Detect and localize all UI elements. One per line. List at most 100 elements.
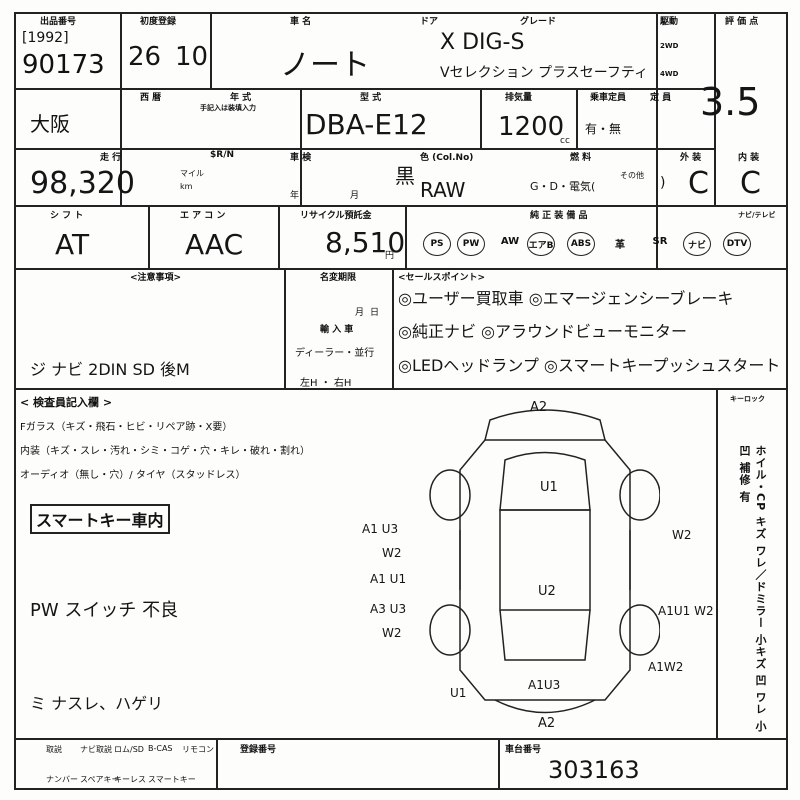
car-diagram <box>429 409 660 714</box>
dmg-left-3b: W2 <box>382 626 402 640</box>
ac: AAC <box>185 228 244 261</box>
equipment-7: ナビ <box>683 232 711 256</box>
sales-point-3: ◎LEDヘッドランプ ◎スマートキープッシュスタート <box>398 356 781 375</box>
grade-line-2: Vセレクション プラスセーフティ <box>440 65 649 81</box>
name-change-label: 名変期限 <box>320 273 357 283</box>
reg-no-label: 登録番号 <box>240 745 277 755</box>
inspector-line-2: 内装（キズ・スレ・汚れ・シミ・コゲ・穴・キレ・破れ・割れ） <box>20 446 310 457</box>
interior-label: 内 装 <box>738 153 760 163</box>
sales-points-label: <セールスポイント> <box>398 273 486 283</box>
first-reg-label: 初度登録 <box>140 17 177 27</box>
dmg-left-3: A3 U3 <box>370 602 407 616</box>
lot-label: 出品番号 <box>40 17 77 27</box>
displacement-label: 排気量 <box>505 93 533 103</box>
equipment-label: 純 正 装 備 品 <box>530 211 588 221</box>
shift: AT <box>55 228 90 261</box>
color-label: 色 (Col.No) <box>420 153 474 163</box>
footer-cell-3: B-CAS <box>148 744 173 753</box>
car-name-label: 車 名 <box>290 17 312 27</box>
dmg-top: A2 <box>530 400 548 415</box>
mileage: 98,320 <box>30 166 135 201</box>
mile-unit-2: km <box>180 182 193 191</box>
footer-cell-2: ロム/SD <box>114 745 144 754</box>
nishi-label: 西 暦 <box>140 93 162 103</box>
dmg-left-1: A1 U3 <box>362 522 399 536</box>
grade-label: グレード <box>520 17 557 27</box>
pw-switch-note: PW スイッチ 不良 <box>30 600 179 621</box>
reg-note-label: 手記入は装填入力 <box>200 104 256 112</box>
dmg-bottom-a2: A2 <box>538 716 556 731</box>
fuel-options: G・D・電気( <box>530 180 596 193</box>
smart-key-stamp: スマートキー車内 <box>30 504 170 534</box>
equipment-0: PS <box>423 232 451 256</box>
recycle-label: リサイクル預託金 <box>300 211 372 221</box>
name-change-day: 日 <box>370 308 380 318</box>
dmg-left-2: A1 U1 <box>370 572 407 586</box>
door-label: ドア <box>420 17 439 27</box>
inspector-label: < 検査員記入欄 > <box>20 396 113 409</box>
dealer-parallel: ディーラー・並行 <box>295 348 375 359</box>
footer-cell-8: スマートキー <box>148 775 196 784</box>
dmg-u1: U1 <box>540 480 558 495</box>
footer-cell-4: リモコン <box>182 745 214 754</box>
color-name: 黒 <box>395 164 415 188</box>
month-suffix: 月 <box>350 191 360 201</box>
equipment-5: 革 <box>615 240 625 251</box>
dmg-u2: U2 <box>538 584 556 599</box>
model-code: DBA-E12 <box>305 108 428 141</box>
sales-point-2: ◎純正ナビ ◎アラウンドビューモニター <box>398 322 688 341</box>
misc-note: ミ ナスレ、ハゲリ <box>30 694 164 713</box>
wheel-mirror-column: ホイル・CP キズ ワレ／ドミラー 小キズ 凹 ワレ 小凹 補修 有 <box>738 445 767 733</box>
equipment-1: PW <box>457 232 485 256</box>
key-lock-label: キーロック <box>730 395 765 403</box>
grade-line-1: X DIG-S <box>440 30 525 55</box>
inspector-line-1: Fガラス（キズ・飛石・ヒビ・リペア跡・X要） <box>20 422 233 433</box>
score-label: 評 価 点 <box>725 17 759 27</box>
drive-4wd: 4WD <box>660 70 679 78</box>
capacity-label-2: 定 員 <box>650 93 672 103</box>
recycle-fee: 8,510 <box>325 226 406 259</box>
dmg-left-1b: W2 <box>382 546 402 560</box>
inspector-line-3: オーディオ（無し・穴）/ タイヤ（スタッドレス） <box>20 470 246 481</box>
exterior-label: 外 装 <box>680 153 702 163</box>
car-name: ノート <box>280 48 370 83</box>
fuel-yes-no: 有・無 <box>585 122 622 136</box>
footer-cell-6: スペアキー <box>80 775 120 784</box>
displacement: 1200 <box>498 112 565 142</box>
notes-label: <注意事項> <box>130 273 182 283</box>
capacity-label: 乗車定員 <box>590 93 627 103</box>
navi-note: ジ ナビ 2DIN SD 後M <box>30 360 190 379</box>
lot-number: 90173 <box>22 50 105 80</box>
dmg-right-3: A1W2 <box>648 660 684 674</box>
interior-grade: C <box>740 166 761 201</box>
dmg-bottom-left: U1 <box>450 686 467 700</box>
footer-cell-1: ナビ取説 <box>80 745 112 754</box>
equipment-6: SR <box>652 236 668 247</box>
footer-cell-7: キーレス <box>114 775 146 784</box>
name-change-month: 月 <box>355 308 365 318</box>
mile-unit-1: マイル <box>180 169 204 178</box>
color-code: RAW <box>420 178 466 202</box>
reg-month: 10 <box>175 42 209 72</box>
fuel-other: その他 <box>620 171 644 180</box>
equipment-4: ABS <box>567 232 595 256</box>
mileage-type-label: $R/N <box>210 150 235 160</box>
chassis-label: 型 式 <box>360 93 382 103</box>
chassis-no-label: 車台番号 <box>505 745 542 755</box>
sales-point-1: ◎ユーザー買取車 ◎エマージェンシーブレーキ <box>398 289 734 308</box>
equipment-3: エアB <box>527 232 555 256</box>
dmg-right-1: W2 <box>672 528 692 542</box>
footer-cell-0: 取説 <box>46 745 62 754</box>
navi-tv-label: ナビ/テレビ <box>738 211 776 219</box>
import-label: 輸 入 車 <box>320 325 354 335</box>
dmg-right-2: A1U1 W2 <box>658 604 714 618</box>
year-bracket: [1992] <box>22 30 69 46</box>
fuel-close: ) <box>660 175 666 191</box>
exterior-grade: C <box>688 166 709 201</box>
equipment-2: AW <box>500 236 520 247</box>
cc-unit: cc <box>560 136 570 146</box>
region: 大阪 <box>30 112 70 136</box>
steering: 左H ・ 右H <box>300 378 352 389</box>
chassis-number: 303163 <box>548 756 640 784</box>
